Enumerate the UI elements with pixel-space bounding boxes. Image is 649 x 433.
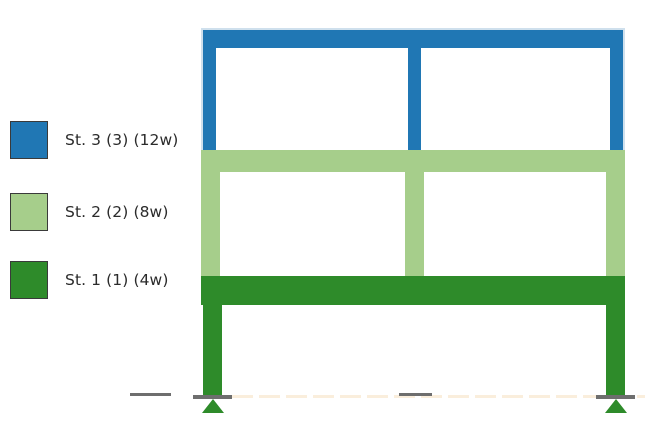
story3-right-column	[610, 30, 623, 152]
left-support-bar	[193, 395, 232, 399]
story2-left-column	[201, 150, 220, 278]
story2-center-column	[405, 150, 424, 278]
story3-left-column-halo	[201, 28, 203, 152]
legend-label-story2: St. 2 (2) (8w)	[65, 203, 169, 221]
left-support-triangle	[202, 399, 224, 413]
story3-right-column-halo	[623, 28, 625, 152]
legend-item-story1[interactable]: St. 1 (1) (4w)	[0, 258, 168, 302]
story2-right-column	[606, 150, 625, 278]
legend-label-story1: St. 1 (1) (4w)	[65, 271, 169, 289]
legend-swatch-story2	[10, 193, 48, 231]
right-support-bar	[596, 395, 635, 399]
story1-beam	[201, 276, 625, 305]
right-support-triangle	[605, 399, 627, 413]
legend-item-story3[interactable]: St. 3 (3) (12w)	[0, 118, 178, 162]
story3-left-column	[203, 30, 216, 152]
story3-beam-halo	[201, 28, 625, 30]
left-tick-mark	[130, 393, 171, 396]
legend-swatch-story3	[10, 121, 48, 159]
legend-item-story2[interactable]: St. 2 (2) (8w)	[0, 190, 168, 234]
center-tick-mark	[399, 393, 432, 396]
legend-label-story3: St. 3 (3) (12w)	[65, 131, 179, 149]
story3-center-column	[408, 30, 421, 152]
story1-right-column	[606, 276, 625, 398]
story1-left-column	[203, 276, 222, 398]
legend-swatch-story1	[10, 261, 48, 299]
ground-reference-line	[205, 395, 645, 398]
